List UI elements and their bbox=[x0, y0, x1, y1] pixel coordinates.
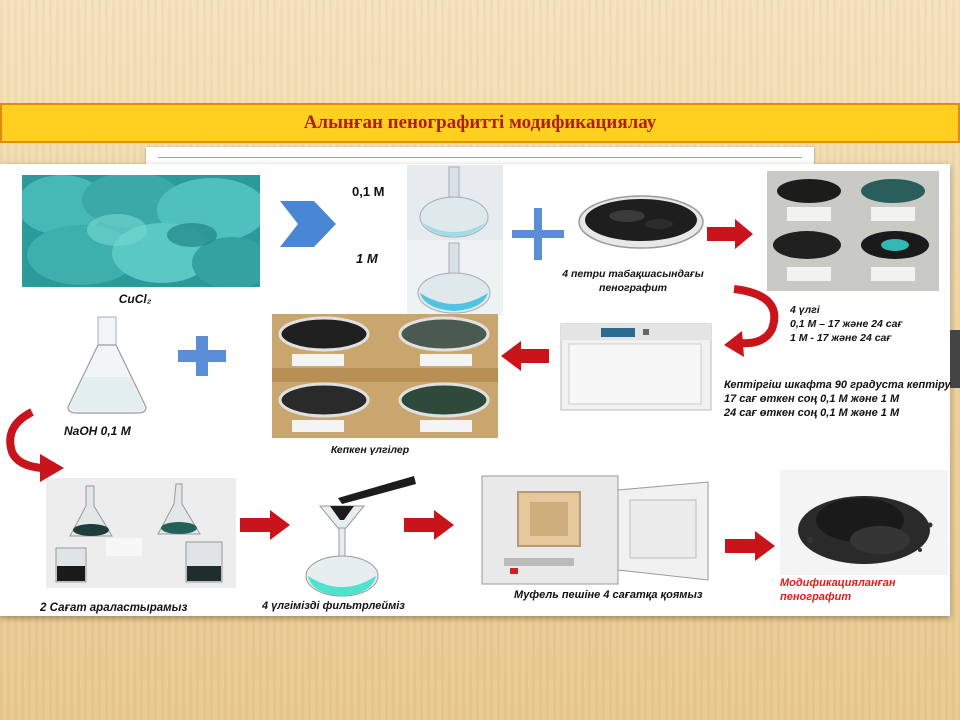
dried-samples-label: Кепкен үлгілер bbox=[330, 444, 410, 456]
secondary-panel bbox=[146, 147, 814, 167]
muffle-furnace-photo bbox=[478, 470, 716, 588]
naoh-flask-photo bbox=[60, 315, 154, 415]
filtration-photo bbox=[290, 470, 430, 598]
curved-arrow-icon bbox=[724, 285, 779, 357]
right-arrow-icon-2 bbox=[240, 510, 290, 540]
dried-samples-photo bbox=[272, 314, 498, 438]
curved-arrow-icon-2 bbox=[6, 408, 64, 482]
stirring-label: 2 Сағат араластырамыз bbox=[40, 602, 188, 614]
modified-graphite-photo bbox=[780, 470, 948, 575]
right-arrow-icon-3 bbox=[404, 510, 454, 540]
muffle-label: Муфель пешіне 4 сағатқа қоямыз bbox=[514, 589, 703, 601]
right-arrow-icon bbox=[707, 219, 753, 249]
cucl2-label: CuCl₂ bbox=[118, 292, 152, 306]
plus-icon bbox=[512, 208, 564, 260]
right-arrow-icon-4 bbox=[725, 531, 775, 561]
concentration-01-label: 0,1 M bbox=[352, 184, 385, 199]
cucl2-crystals-photo bbox=[22, 175, 260, 287]
slide-title: Алынған пенографитті модификациялау bbox=[303, 112, 657, 133]
volumetric-flasks-photo bbox=[407, 165, 503, 315]
stirring-flasks-photo bbox=[46, 478, 236, 588]
filtration-label: 4 үлгімізді фильтрлейміз bbox=[262, 600, 405, 612]
left-arrow-icon bbox=[501, 341, 549, 371]
drying-oven-photo bbox=[557, 318, 715, 413]
petri-label: 4 петри табақшасындағы пенографит bbox=[562, 268, 704, 294]
four-samples-label: 4 үлгі 0,1 M – 17 және 24 сағ 1 M - 17 ж… bbox=[790, 304, 903, 344]
concentration-1-label: 1 M bbox=[356, 251, 378, 266]
edge-tab bbox=[950, 330, 960, 388]
plus-icon-2 bbox=[178, 336, 226, 376]
four-samples-photo bbox=[767, 171, 939, 291]
slide-title-bar: Алынған пенографитті модификациялау bbox=[0, 103, 960, 143]
petri-dish-photo bbox=[577, 188, 705, 252]
drying-label: Кептіргіш шкафта 90 градуста кептіру 17 … bbox=[724, 379, 951, 419]
naoh-label: NaOH 0,1 M bbox=[64, 424, 131, 438]
result-label: Модификацияланған пенографит bbox=[780, 577, 896, 603]
chevron-arrow-icon bbox=[280, 201, 336, 247]
